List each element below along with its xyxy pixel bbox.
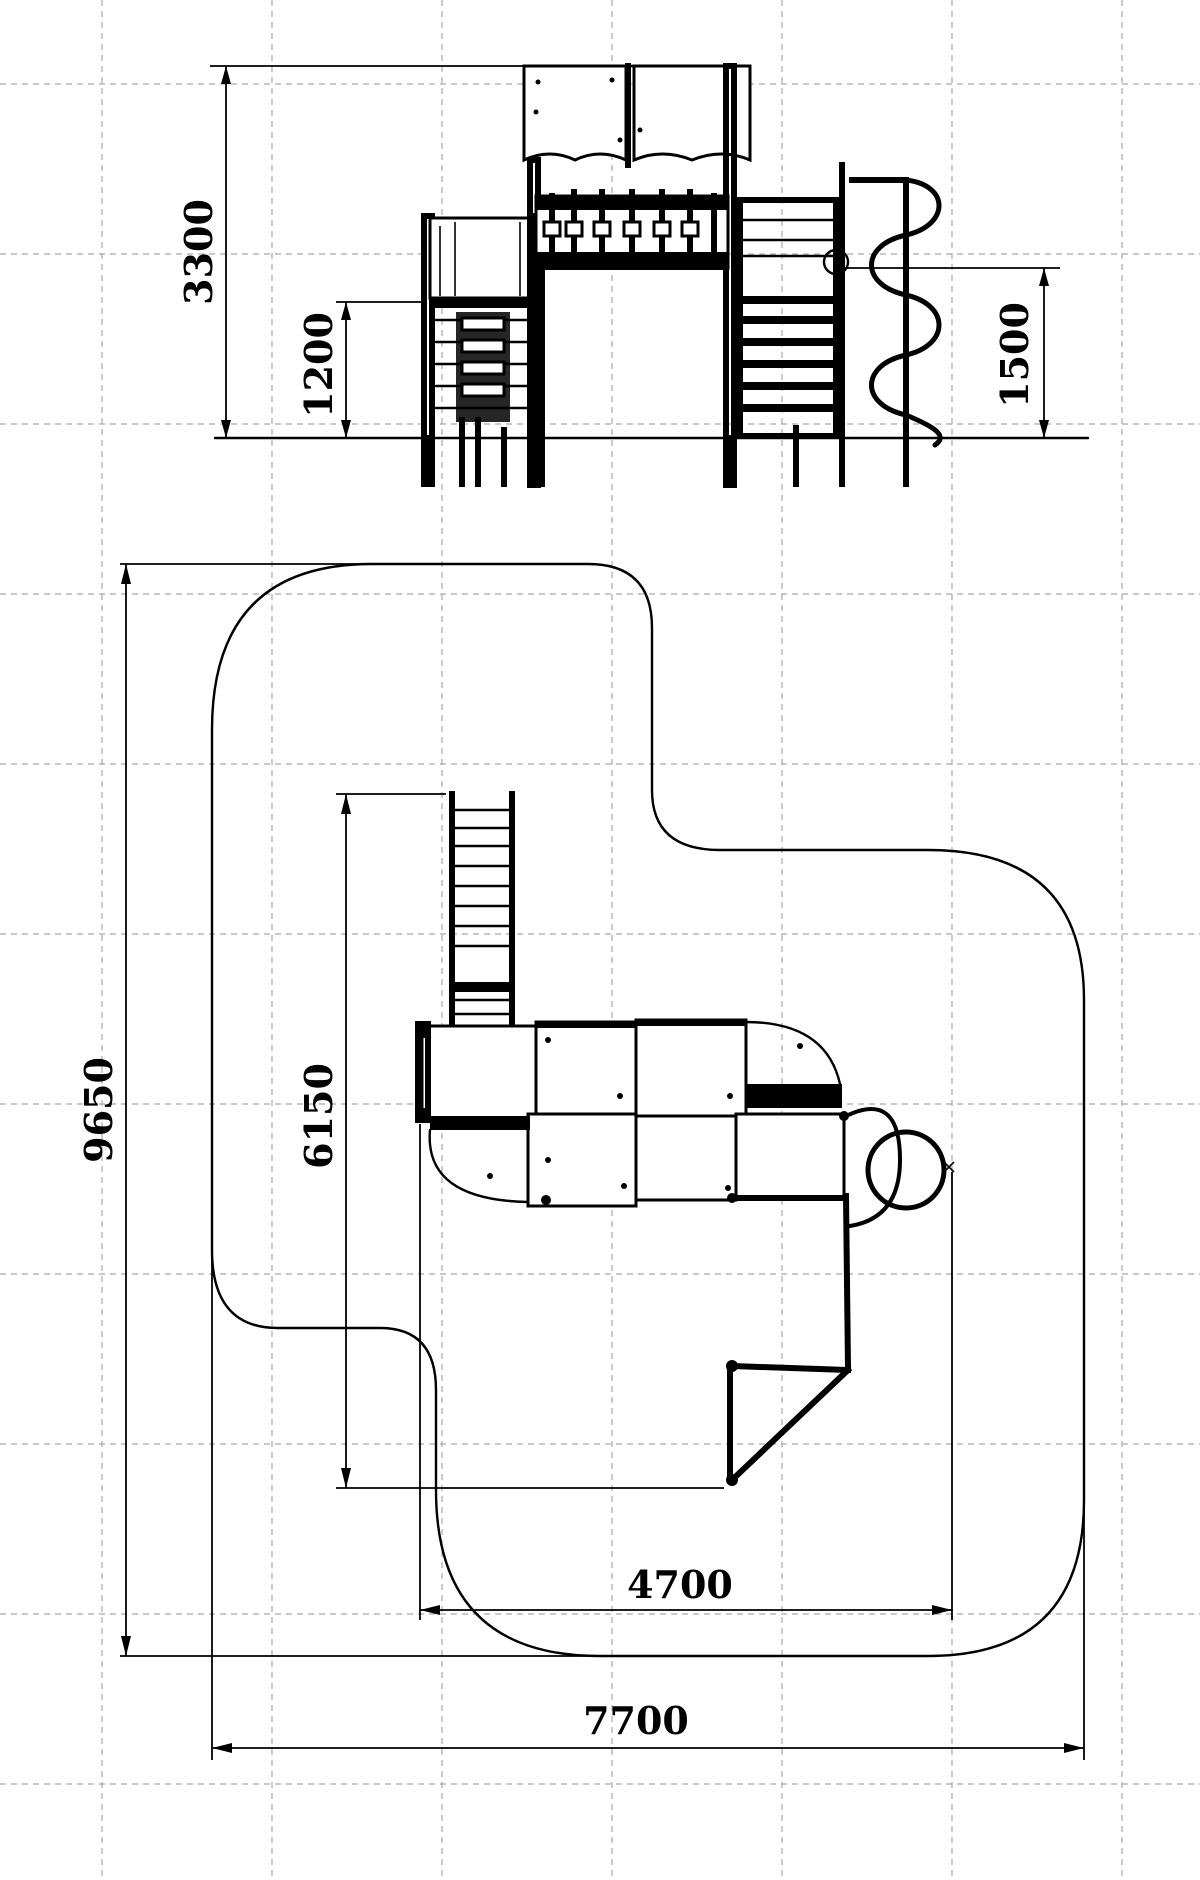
plan-spiral-slide xyxy=(844,1106,955,1228)
plan-ladder xyxy=(449,791,515,1039)
plan-right-arm xyxy=(726,1192,853,1486)
dimension-label-6150: 6150 xyxy=(296,1063,341,1169)
spiral-slide xyxy=(849,177,943,487)
dimension-1200: 1200 xyxy=(296,301,424,438)
dimension-9650: 9650 xyxy=(76,563,600,1657)
dimension-label-9650: 9650 xyxy=(76,1057,121,1163)
dimension-label-1200: 1200 xyxy=(296,312,341,418)
dimension-1500: 1500 xyxy=(842,267,1060,438)
dimension-label-3300: 3300 xyxy=(176,199,221,305)
side-elevation: 3300 1200 1500 xyxy=(176,63,1090,488)
dimension-label-1500: 1500 xyxy=(992,302,1037,408)
climbing-wall xyxy=(723,162,850,487)
dimension-6150: 6150 xyxy=(296,793,724,1489)
dimension-label-7700: 7700 xyxy=(583,1698,689,1743)
dimension-label-4700: 4700 xyxy=(627,1562,733,1607)
central-tower xyxy=(522,63,752,488)
plan-view: 9650 6150 4700 7700 xyxy=(76,562,1086,1760)
dimension-7700: 7700 xyxy=(211,1250,1085,1760)
dimension-4700: 4700 xyxy=(419,1124,953,1620)
plan-platforms xyxy=(415,1018,849,1208)
dimension-3300: 3300 xyxy=(176,65,524,438)
